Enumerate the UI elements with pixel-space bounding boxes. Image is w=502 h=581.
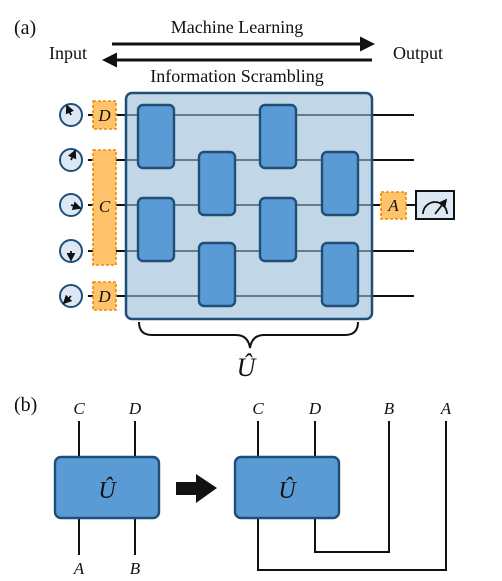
transform-arrow-icon bbox=[176, 474, 217, 503]
left-unitary-label: Û bbox=[98, 477, 117, 504]
operator-d-top-label: D bbox=[97, 106, 111, 125]
right-label-d: D bbox=[308, 399, 322, 418]
gate-layer bbox=[136, 103, 360, 308]
qubit-state-5-icon bbox=[59, 284, 83, 308]
input-states bbox=[59, 103, 83, 308]
qubit-state-3-icon bbox=[59, 193, 83, 217]
input-label: Input bbox=[49, 43, 87, 63]
right-label-b: B bbox=[384, 399, 395, 418]
measurement-meter-icon bbox=[415, 190, 455, 220]
operator-d-bottom-label: D bbox=[97, 287, 111, 306]
right-wire-a-loop bbox=[257, 421, 447, 571]
gate-3 bbox=[197, 150, 237, 217]
operator-a-box bbox=[380, 191, 407, 220]
left-label-d: D bbox=[128, 399, 142, 418]
right-unitary-label: Û bbox=[278, 477, 297, 504]
gate-4 bbox=[197, 241, 237, 308]
operator-c-label: C bbox=[99, 197, 111, 216]
right-unitary: Û C D B A bbox=[233, 399, 452, 571]
left-label-a: A bbox=[73, 559, 85, 578]
operator-d-bottom-box bbox=[92, 281, 117, 311]
operator-d-top-box bbox=[92, 100, 117, 130]
panel-a-label: (a) bbox=[14, 17, 36, 39]
panel-b-label: (b) bbox=[14, 394, 37, 416]
left-unitary-box bbox=[53, 455, 161, 520]
operator-c-box bbox=[92, 149, 117, 266]
information-scrambling-label: Information Scrambling bbox=[150, 66, 323, 86]
gate-5 bbox=[258, 103, 298, 170]
qubit-state-1-icon bbox=[59, 103, 83, 127]
right-label-a: A bbox=[440, 399, 452, 418]
qubit-state-4-icon bbox=[59, 239, 83, 263]
output-label: Output bbox=[393, 43, 443, 63]
qubit-state-2-icon bbox=[59, 148, 83, 172]
gate-7 bbox=[320, 150, 360, 217]
gate-2 bbox=[136, 196, 176, 263]
right-label-c: C bbox=[252, 399, 264, 418]
right-wire-b-loop bbox=[314, 421, 390, 553]
unitary-brace bbox=[138, 321, 359, 349]
unitary-label-a: Û bbox=[237, 353, 258, 382]
gate-1 bbox=[136, 103, 176, 170]
gate-8 bbox=[320, 241, 360, 308]
left-label-b: B bbox=[130, 559, 141, 578]
machine-learning-label: Machine Learning bbox=[171, 17, 303, 37]
right-unitary-box bbox=[233, 455, 341, 520]
scrambling-unitary-block bbox=[124, 91, 374, 321]
left-unitary: Û C D A B bbox=[53, 399, 161, 578]
operator-a-label: A bbox=[387, 196, 399, 215]
gate-6 bbox=[258, 196, 298, 263]
left-label-c: C bbox=[73, 399, 85, 418]
